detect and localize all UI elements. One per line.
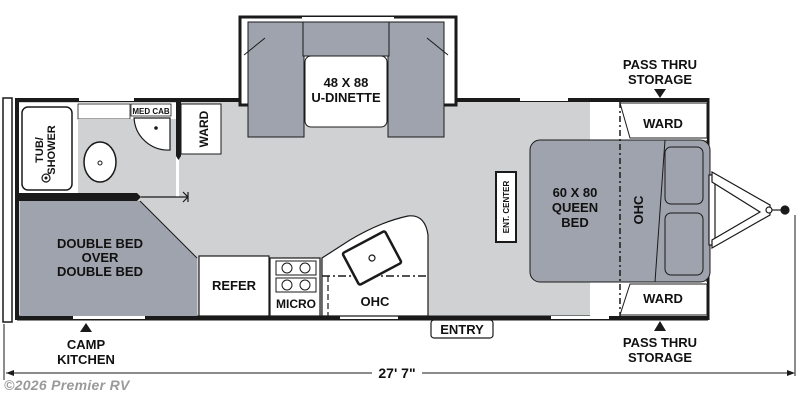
overall-length-label: 27' 7" [378,365,415,381]
pass-thru-top-label-1: PASS THRU [623,57,697,72]
pass-thru-top-arrow-icon [654,89,666,98]
ward-bottom-label: WARD [643,291,683,306]
tub-shower-label-1: TUB/ [34,137,46,163]
bunk-label-1: DOUBLE BED [57,236,143,251]
kitchen-sink-icon [341,230,403,286]
ward-bath-label: WARD [197,110,211,147]
dinette-name-label: U-DINETTE [311,90,381,105]
med-cab-label: MED CAB [132,107,170,116]
ohc-kitchen-label: OHC [361,294,391,309]
tub-shower-label-2: SHOWER [46,125,58,175]
entry-door [430,319,494,339]
pass-thru-top-label-2: STORAGE [628,72,692,87]
micro-label: MICRO [276,297,316,311]
kitchen: REFER MICRO OHC [198,215,429,317]
exterior-walls [15,98,710,321]
rear-bumper [2,97,13,323]
queen-size-label: 60 X 80 [553,185,598,200]
camp-kitchen-label-2: KITCHEN [57,352,115,367]
bath-sink-icon [133,117,171,151]
dinette-slideout: 48 X 88 U-DINETTE [238,15,458,138]
front-bedroom: 60 X 80 QUEEN BED OHC WARD WARD [529,102,711,316]
length-dimension: 27' 7" [3,324,795,381]
stove-burners-icon [275,260,317,293]
trailer-hitch [708,170,790,250]
camp-kitchen-label-1: CAMP [67,337,106,352]
bed-label: BED [561,215,588,230]
watermark: ©2026 Premier RV [4,377,130,393]
toilet-icon [83,141,117,183]
bathroom: TUB/ SHOWER MED CAB WARD [18,102,222,203]
dinette-size-label: 48 X 88 [324,75,369,90]
queen-label: QUEEN [552,200,598,215]
pass-thru-bottom-label-2: STORAGE [628,350,692,365]
bunk-label-3: DOUBLE BED [57,264,143,279]
bunk-beds: DOUBLE BED OVER DOUBLE BED [20,200,198,316]
pass-thru-bottom-arrow-icon [654,321,666,331]
bath-door-handle-icon [182,191,189,203]
pass-thru-bottom-label-1: PASS THRU [623,335,697,350]
ward-top-label: WARD [643,116,683,131]
ohc-bed-label: OHC [631,195,646,225]
tub-drain-icon [41,173,51,183]
bunk-label-2: OVER [82,250,119,265]
refer-label: REFER [212,278,257,293]
ent-center-label: ENT. CENTER [502,181,511,234]
entry-label: ENTRY [440,322,484,337]
camp-kitchen-arrow-icon [80,323,92,332]
ent-center: ENT. CENTER [495,171,517,243]
